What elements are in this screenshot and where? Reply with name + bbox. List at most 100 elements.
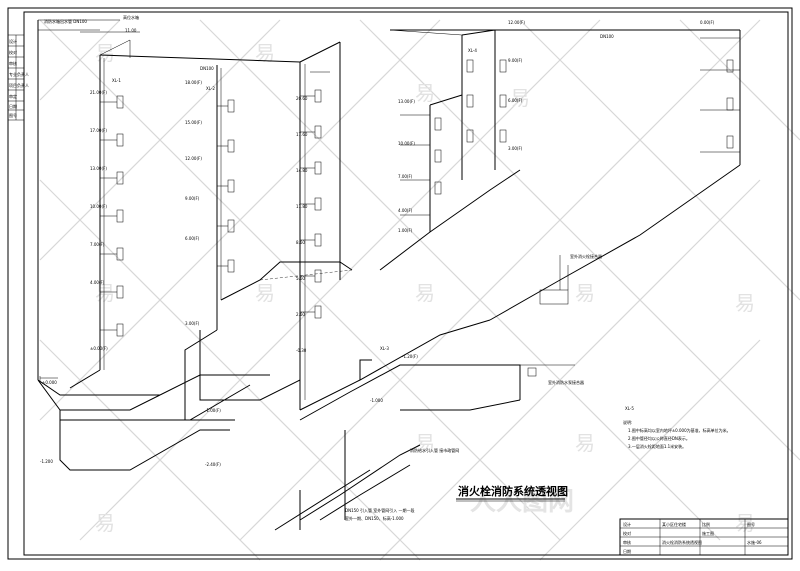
diagram-text-label: 10.00(F) [398,141,415,146]
diagram-text-label: 审核 [623,539,631,545]
diagram-text-label: 审定 [9,93,17,99]
diagram-text-label: XL-5 [625,406,634,411]
left-riser-group [37,19,353,471]
left-title-strip [7,34,25,121]
diagram-text-label: -1.000 [370,398,383,403]
diagram-text-label: 易 [95,511,115,535]
diagram-text-label: 比例 [702,521,710,527]
diagram-text-label: 17.00(F) [90,128,107,133]
diagram-text-label: 2.60 [296,312,305,317]
diagram-text-label: 11.00 [125,28,137,33]
diagram-text-label: 9.00(F) [508,58,523,63]
diagram-text-label: 15.00(F) [185,120,202,125]
diagram-text-label: 室外消火栓接合器 [570,253,602,259]
design-notes: 说明: 1.图中标高均以室内地坪±0.000为基准，标高单位为米。 2.图中管径… [623,419,731,449]
diagram-text-label: 13.00(F) [90,166,107,171]
diagram-text-label: -1.00(F) [205,408,221,413]
diagram-text-label: 校对 [623,530,631,536]
diagram-text-label: 项目负责人 [9,82,29,88]
elevations-left: 21.00(F) 17.00(F) 13.00(F) 10.00(F) 7.00… [90,90,108,351]
diagram-text-label: 5.60 [296,276,305,281]
diagram-text-label: 20.60 [296,96,308,101]
diagram-text-label: 易 [95,41,115,65]
diagram-text-label: -1.200 [40,459,53,464]
diagram-text-label: 7.00(F) [90,242,105,247]
diagram-text-label: 12.00(F) [508,20,525,25]
diagram-text-label: 6.00(F) [185,236,200,241]
diagram-text-label: 0.00(F) [700,20,715,25]
diagram-text-label: 水施-06 [747,539,762,545]
diagram-text-label: 17.60 [296,132,308,137]
diagram-text-label: 日期 [9,103,17,109]
left-strip-labels: 设计 校对 审核 专业负责人 项目负责人 审定 日期 图号 [9,38,29,118]
diagram-text-label: 室外消防水泵接合器 [548,379,584,385]
diagram-text-label: XL-3 [380,346,389,351]
diagram-text-label: 图号 [747,521,755,527]
diagram-text-label: 3.一层消火栓距地面1.1米安装。 [628,443,686,449]
diagram-text-label: 6.00(F) [508,98,523,103]
diagram-text-label: 1.00(F) [398,228,413,233]
diagram-text-label: 12.00(F) [185,156,202,161]
diagram-text-label: 某小区住宅楼 [662,521,686,527]
inner-frame [23,11,789,556]
diagram-text-label: 设计 [623,521,631,527]
elevations-far-right: 13.00(F) 10.00(F) 7.00(F) 4.00(F) 1.00(F… [398,99,415,233]
diagram-text-label: 消火栓消防系统透视图 [662,539,702,545]
diagram-text-label: 2.图中管径均以公称直径DN表示。 [628,435,690,441]
diagram-text-label: 3.00(F) [508,146,523,151]
drawing-title: 消火栓消防系统透视图 [458,484,568,498]
diagram-text-label: ±0.000 [42,380,57,385]
diagram-text-label: ±0.00(F) [90,346,108,351]
diagram-text-label: 易 [575,281,595,305]
diagram-text-label: 18.00(F) [185,80,202,85]
diagram-text-label: 8.60 [296,240,305,245]
upper-right-riser-group [379,29,741,321]
diagram-text-label: 专业负责人 [9,71,29,77]
diagram-text-label: DN150 引入管 室外管网引入 一期一段 [345,507,415,513]
diagram-text-label: -0.30 [296,348,307,353]
diagram-text-label: DN100 [600,34,614,39]
diagram-text-label: 审核 [9,60,17,66]
title-block: 设计 校对 审核 日期 某小区住宅楼 消火栓消防系统透视图 比例 施工图 图号 … [619,518,789,556]
diagram-text-label: 7.00(F) [398,174,413,179]
diagram-text-label: 3.00(F) [185,321,200,326]
diagram-text-label: 易 [575,431,595,455]
diagram-text-label: 高位水箱 [123,14,139,20]
diagram-text-label: 4.00(F) [90,280,105,285]
diagram-text-label: -1.20(F) [402,354,418,359]
outer-frame [7,7,793,560]
diagram-text-label: 易 [735,291,755,315]
diagram-text-label: 11.80 [296,204,308,209]
connector-box [539,289,569,305]
diagram-text-label: 设计 [9,38,17,44]
elevations-right: 20.60 17.60 14.80 11.80 8.60 5.60 2.60 -… [296,96,308,353]
diagram-text-label: 14.80 [296,168,308,173]
diagram-text-label: 10.00(F) [90,204,107,209]
labels: 消防水箱出水管 DN100 高位水箱 11.00 DN100 DN100 室外消… [44,14,634,521]
diagram-text-label: 室外一期、DN150、标高-1.000 [345,515,404,521]
diagram-text-label: 易 [510,86,530,110]
diagram-text-label: 易 [255,41,275,65]
diagram-text-label: 图号 [9,112,17,118]
diagram-text-label: XL-1 [112,78,121,83]
diagram-text-label: XL-4 [468,48,477,53]
diagram-text-label: 施工图 [702,530,714,536]
diagram-text-label: 人人图网 [470,487,574,517]
diagram-text-label: 消防给水引入管 接市政管网 [410,447,459,453]
diagram-text-label: 4.00(F) [398,208,413,213]
diagram-text-label: 9.00(F) [185,196,200,201]
diagram-text-label: 消防水箱出水管 DN100 [44,18,87,24]
diagram-text-label: 易 [415,281,435,305]
diagram-text-label: 1.图中标高均以室内地坪±0.000为基准，标高单位为米。 [628,427,731,433]
diagram-text-label: 易 [415,431,435,455]
elevations-misc: -1.200 ±0.000 -2.40(F) -1.000 -1.20(F) [40,354,418,467]
diagram-text-label: 21.00(F) [90,90,107,95]
diagram-text-label: 易 [415,81,435,105]
diagram-text-label: 13.00(F) [398,99,415,104]
diagram-text-label: 说明: [623,419,632,425]
diagram-text-label: 易 [255,281,275,305]
diagram-text-label: 日期 [623,548,631,554]
diagram-text-label: -2.40(F) [205,462,221,467]
